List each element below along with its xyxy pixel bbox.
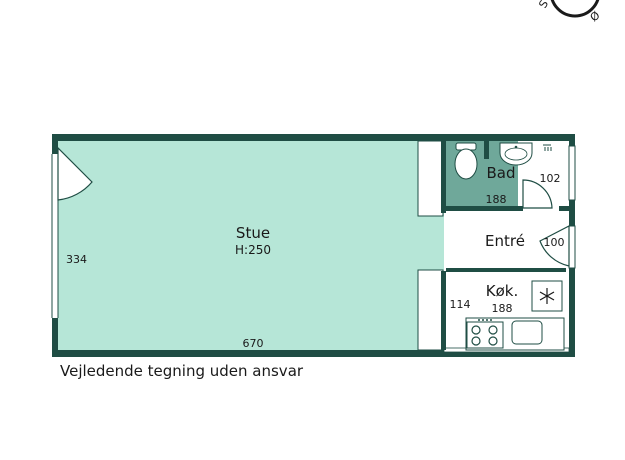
stue-width-dim: 670 [243, 337, 264, 350]
kitchen-sink [511, 320, 543, 345]
sink [499, 142, 533, 166]
compass-ring [550, 0, 600, 18]
entre-name: Entré [485, 232, 525, 250]
bad-dim-a: 188 [486, 193, 507, 206]
stue-depth-dim: 334 [66, 253, 87, 266]
outer-walls [52, 134, 575, 357]
kokken-name: Køk. [486, 282, 518, 300]
shower-icon [543, 144, 552, 151]
internal-walls [441, 141, 569, 350]
stove [466, 319, 504, 349]
compass: S Ø [536, 0, 603, 24]
left-window [51, 154, 59, 318]
stue-height: H:250 [235, 243, 271, 257]
kokken-dim-a: 188 [492, 302, 513, 315]
stue-name: Stue [236, 224, 270, 242]
toilet [454, 142, 478, 180]
fridge [531, 280, 563, 312]
door-swing-stue [57, 146, 93, 201]
door-swing-entre [539, 225, 570, 267]
door-swing-bad [522, 179, 553, 209]
kokken-dim-b: 114 [450, 298, 471, 311]
bad-dim-b: 102 [540, 172, 561, 185]
entre-dim: 100 [544, 236, 565, 249]
disclaimer-caption: Vejledende tegning uden ansvar [60, 362, 304, 380]
bad-name: Bad [486, 164, 515, 182]
compass-south-label: S [536, 0, 551, 10]
stue-floor [58, 140, 444, 350]
snowflake-icon [539, 288, 555, 304]
